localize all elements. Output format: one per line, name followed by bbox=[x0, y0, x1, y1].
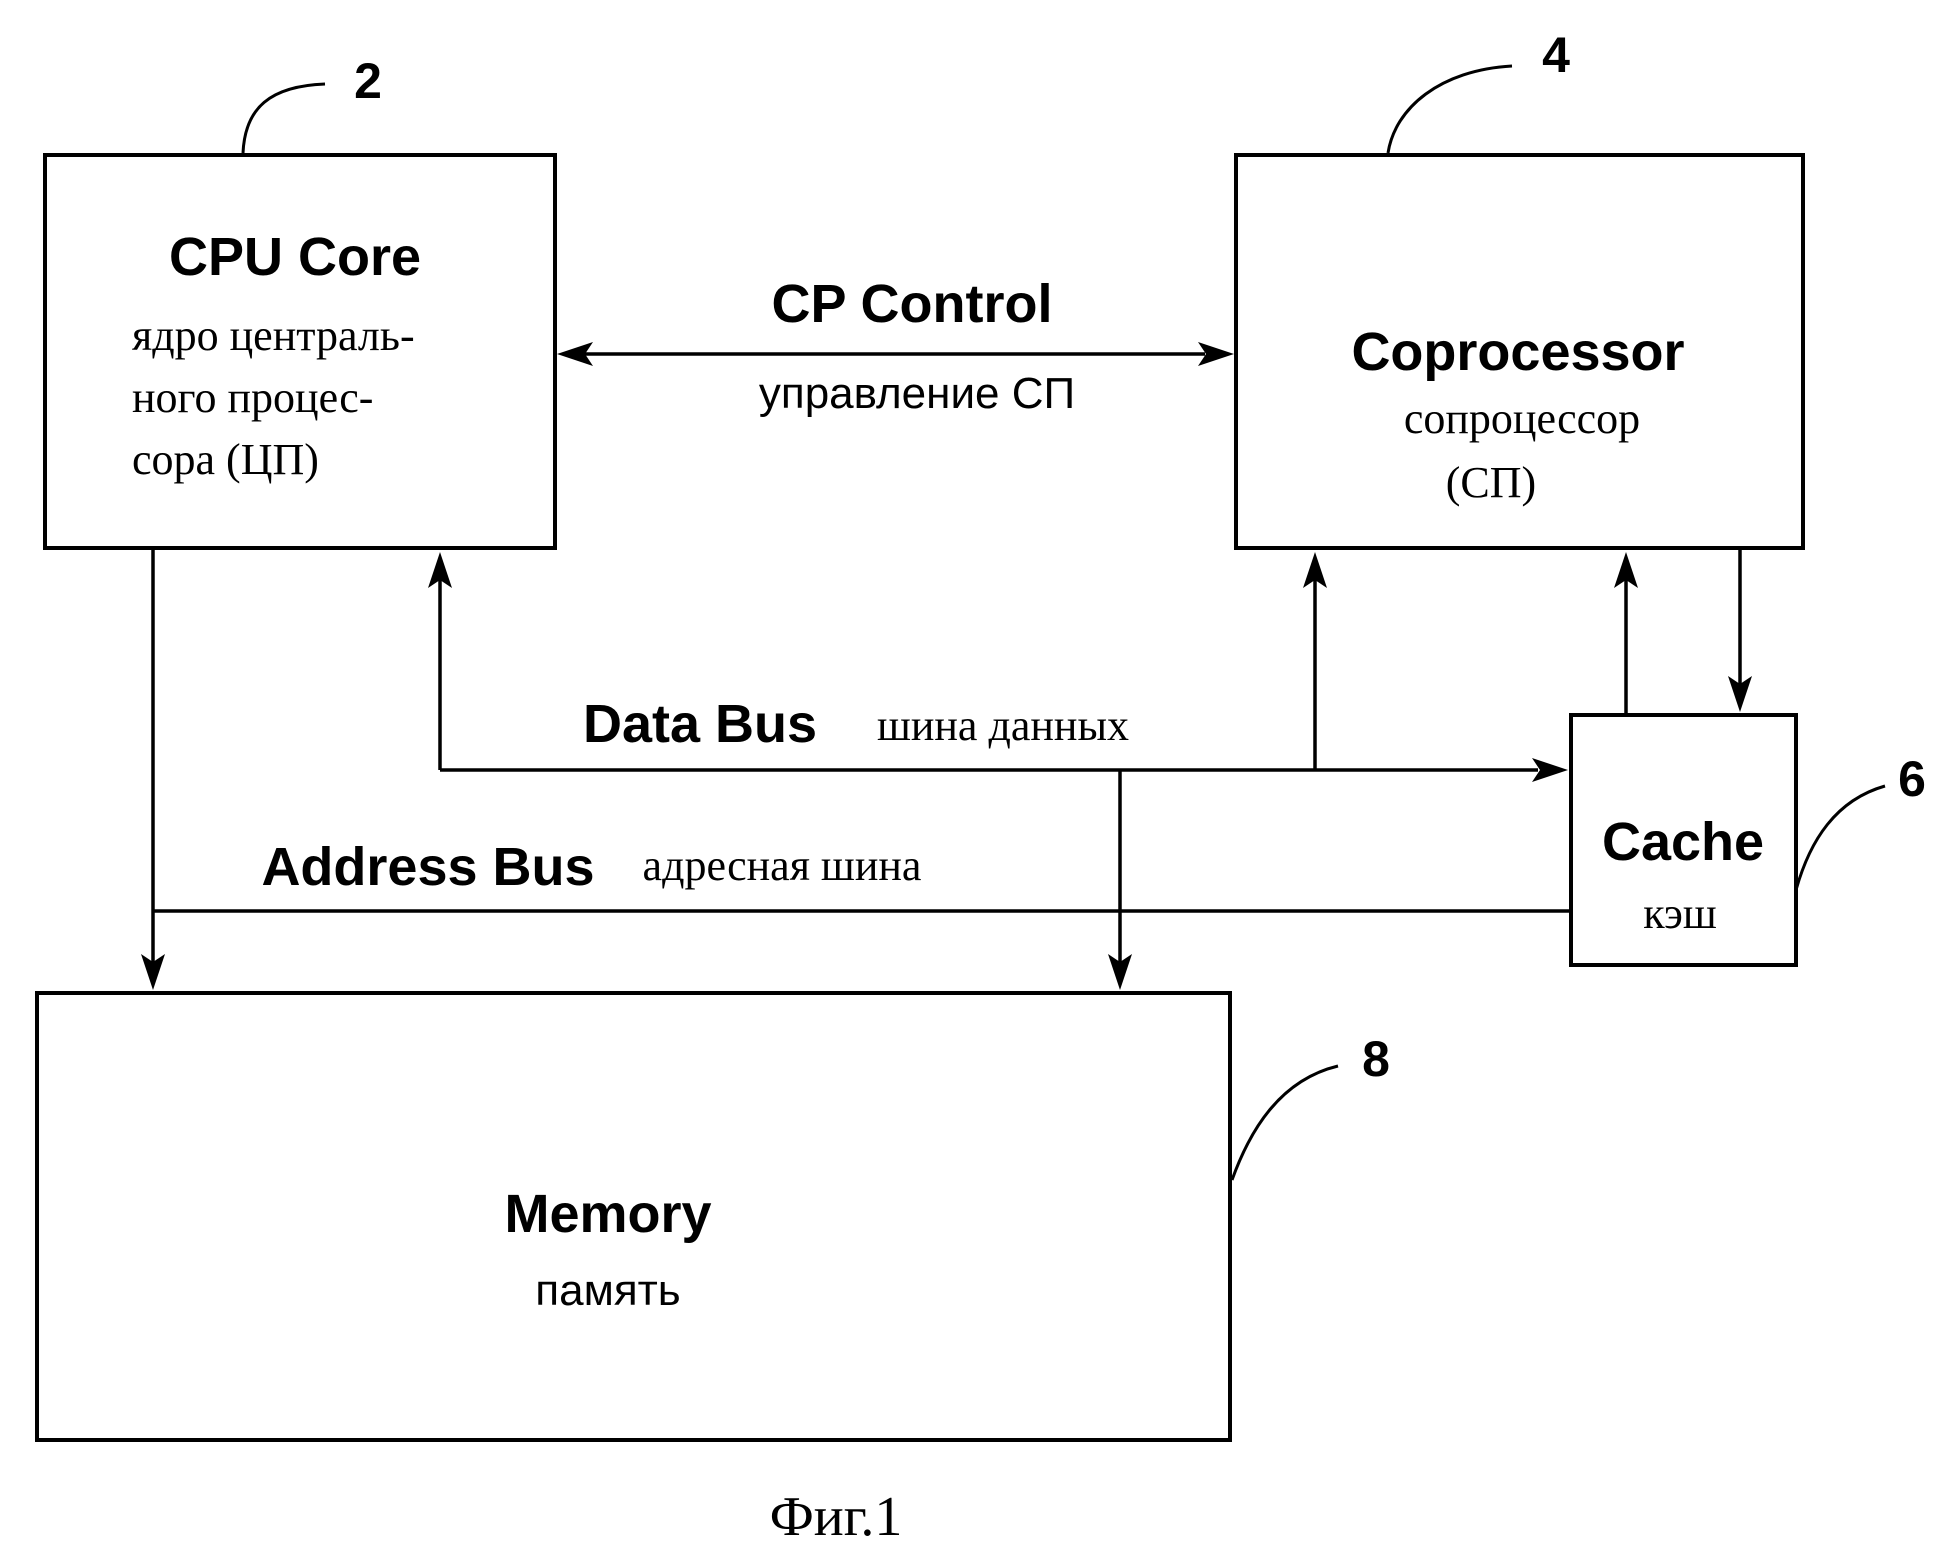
cp-control-label: CP Control bbox=[772, 274, 1053, 334]
reference-2-number: 2 bbox=[354, 53, 382, 109]
address-bus-sublabel: адресная шина bbox=[643, 841, 922, 890]
cpu-core-subtitle-line-2: ного процес- bbox=[132, 373, 373, 422]
coprocessor-subtitle-line-2: (СП) bbox=[1446, 458, 1536, 507]
reference-4: 4 bbox=[1388, 27, 1570, 153]
cp-control-sublabel: управление СП bbox=[759, 369, 1075, 418]
cpu-core-subtitle-line-1: ядро централь- bbox=[132, 311, 415, 360]
reference-4-leader bbox=[1388, 66, 1512, 153]
cp-control-link: CP Control управление СП bbox=[557, 274, 1234, 418]
reference-4-number: 4 bbox=[1542, 27, 1570, 83]
reference-8: 8 bbox=[1232, 1031, 1390, 1180]
reference-2: 2 bbox=[243, 53, 382, 153]
data-bus-label: Data Bus bbox=[583, 694, 817, 754]
memory-subtitle: память bbox=[535, 1266, 680, 1315]
cache-block: Cache кэш bbox=[1571, 715, 1796, 965]
coprocessor-subtitle-line-1: сопроцессор bbox=[1404, 394, 1640, 443]
coprocessor-title: Coprocessor bbox=[1351, 322, 1684, 382]
figure-caption: Фиг.1 bbox=[770, 1486, 903, 1548]
data-bus-sublabel: шина данных bbox=[877, 701, 1129, 750]
reference-8-number: 8 bbox=[1362, 1031, 1390, 1087]
cpu-core-block: CPU Core ядро централь- ного процес- сор… bbox=[45, 155, 555, 548]
reference-8-leader bbox=[1232, 1066, 1338, 1180]
address-bus-label: Address Bus bbox=[261, 837, 594, 897]
cache-coprocessor-links bbox=[1614, 550, 1752, 715]
coprocessor-block: Coprocessor сопроцессор (СП) bbox=[1236, 155, 1803, 548]
reference-6: 6 bbox=[1796, 751, 1926, 890]
data-bus: Data Bus шина данных bbox=[428, 552, 1568, 990]
cache-subtitle: кэш bbox=[1643, 889, 1717, 938]
cpu-core-title: CPU Core bbox=[169, 227, 421, 287]
cache-title: Cache bbox=[1602, 812, 1764, 872]
cpu-core-subtitle-line-3: сора (ЦП) bbox=[132, 435, 319, 484]
reference-6-number: 6 bbox=[1898, 751, 1926, 807]
reference-2-leader bbox=[243, 84, 325, 153]
memory-block: Memory память bbox=[37, 993, 1230, 1440]
reference-6-leader bbox=[1796, 786, 1885, 890]
memory-title: Memory bbox=[504, 1184, 711, 1244]
